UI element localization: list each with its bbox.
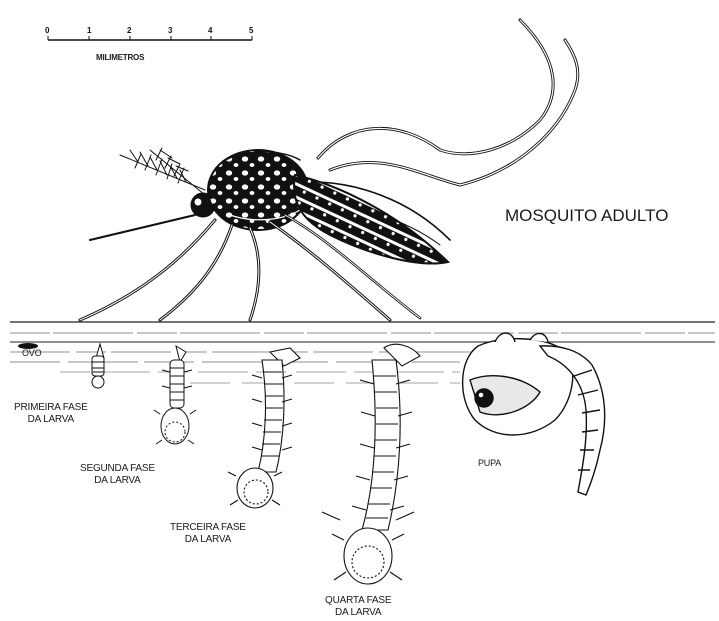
adult-mosquito-label: MOSQUITO ADULTO <box>505 206 668 226</box>
larva-stage-4-label-line2: DA LARVA <box>325 607 391 619</box>
scale-tick-0: 0 <box>45 26 49 35</box>
larva-stage-1-label: PRIMEIRA FASE DA LARVA <box>14 402 88 426</box>
scale-bar <box>48 36 252 40</box>
larva-stage-2-label: SEGUNDA FASE DA LARVA <box>80 463 155 487</box>
larva-stage-1 <box>92 344 104 388</box>
larva-stage-3-label: TERCEIRA FASE DA LARVA <box>170 522 246 546</box>
egg-label: OVO <box>22 347 41 359</box>
larva-stage-4-label: QUARTA FASE DA LARVA <box>325 595 391 619</box>
water-surface <box>10 322 715 383</box>
larva-stage-2-label-line2: DA LARVA <box>80 475 155 487</box>
larva-stage-4-label-line1: QUARTA FASE <box>325 595 391 607</box>
scale-tick-2: 2 <box>127 26 131 35</box>
scale-tick-4: 4 <box>208 26 212 35</box>
pupa <box>463 333 605 495</box>
scale-tick-5: 5 <box>249 26 253 35</box>
scale-tick-1: 1 <box>87 26 91 35</box>
larva-stage-4 <box>322 344 420 584</box>
adult-mosquito <box>80 20 578 320</box>
larva-stage-1-label-line1: PRIMEIRA FASE <box>14 402 88 414</box>
larva-stage-3-label-line2: DA LARVA <box>170 534 246 546</box>
pupa-label: PUPA <box>478 457 501 469</box>
scale-unit-label: MILIMETROS <box>96 52 144 64</box>
scale-tick-3: 3 <box>168 26 172 35</box>
larva-stage-2 <box>154 346 196 444</box>
larva-stage-1-label-line2: DA LARVA <box>14 414 88 426</box>
larva-stage-3-label-line1: TERCEIRA FASE <box>170 522 246 534</box>
larva-stage-2-label-line1: SEGUNDA FASE <box>80 463 155 475</box>
